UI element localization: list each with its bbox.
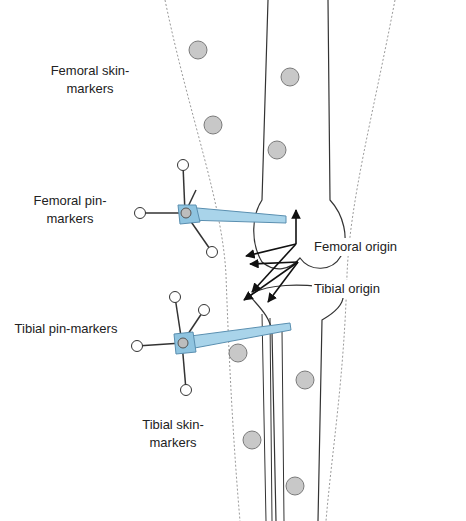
tibial-pin-markers-label: Tibial pin-markers <box>12 320 120 338</box>
femoral-skin-markers-label: Femoral skin- markers <box>30 62 150 98</box>
skin-contour <box>165 0 395 521</box>
femur-bone <box>254 0 345 269</box>
tibia-bone <box>250 285 343 521</box>
femoral-origin-label: Femoral origin <box>312 238 399 256</box>
tibial-pin-cluster <box>132 292 292 396</box>
coordinate-frame <box>244 210 298 302</box>
fibula-bone <box>262 314 284 521</box>
skin-marker <box>189 41 314 495</box>
tibial-origin-label: Tibial origin <box>312 280 382 298</box>
femoral-pin-cluster <box>135 160 287 258</box>
tibial-skin-markers-label: Tibial skin- markers <box>118 416 228 452</box>
femoral-pin-markers-label: Femoral pin-markers <box>14 192 126 228</box>
